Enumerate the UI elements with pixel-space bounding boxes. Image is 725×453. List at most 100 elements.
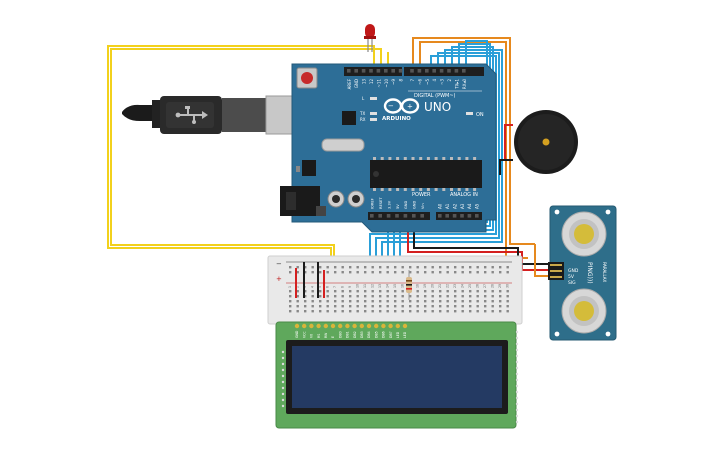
digital-pin-label: ~9: [391, 79, 396, 85]
wire-black-gnd: [413, 212, 548, 265]
svg-text:+: +: [407, 103, 413, 111]
reset-button[interactable]: [296, 67, 318, 89]
digital-pin-label: ~11: [376, 79, 381, 88]
breadboard-column-number: 6: [326, 286, 330, 288]
digital-pin-label: ~5: [425, 79, 430, 85]
breadboard-column-number: 2: [296, 286, 300, 288]
breadboard-column-number: 27: [483, 284, 487, 288]
lcd-header-pins: [294, 323, 408, 329]
breadboard-jumpers: [295, 262, 325, 298]
digital-pin-label: 2: [447, 79, 452, 82]
crystal-oscillator: [321, 138, 365, 152]
wire-orange-sig: [534, 244, 548, 277]
power-pin-label: 5V: [396, 204, 400, 209]
lcd-screen: [292, 346, 502, 408]
lcd-pin-label: DB0: [338, 331, 342, 338]
lcd-pin-label: GND: [295, 330, 299, 338]
breadboard-column-number: 30: [506, 284, 510, 288]
lcd-pin-label: RW: [324, 332, 328, 338]
usb-cable: [122, 95, 297, 135]
uno-brand-label: UNO: [424, 100, 451, 114]
breadboard-column-number: 14: [386, 284, 390, 288]
lcd-pin-label: DB2: [353, 331, 357, 338]
sensor-transducer-top: [561, 211, 607, 257]
breadboard-column-number: 15: [393, 284, 397, 288]
breadboard-column-number: 29: [498, 284, 502, 288]
wire-yellow-2: [110, 48, 382, 298]
led-tx-label: TX: [359, 111, 365, 116]
breadboard-column-number: 25: [468, 284, 472, 288]
lcd-pin-label: DB3: [360, 331, 364, 338]
usb-icon: [175, 106, 208, 124]
breadboard-column-number: 1: [288, 286, 292, 288]
led-l-label: L: [362, 96, 365, 101]
power-pin-label: IOREF: [371, 198, 375, 209]
lcd-pin-label: LED: [403, 331, 407, 338]
lcd-pin-label: E: [331, 336, 335, 338]
svg-text:−: −: [388, 102, 394, 110]
breadboard-column-number: 28: [491, 284, 495, 288]
digital-pin-label: ~6: [417, 79, 422, 85]
lcd-pin-label: DB4: [367, 331, 371, 338]
breadboard-column-number: 26: [476, 284, 480, 288]
sensor-model-label: PING))): [586, 262, 593, 284]
voltage-regulator: [302, 160, 316, 176]
sensor-pin-gnd: GND: [568, 268, 579, 274]
wire-blue-3: [381, 49, 503, 298]
lcd-pin-label: DB1: [346, 331, 350, 338]
lcd-pin-label: DB6: [382, 331, 386, 338]
led-rx-label: RX: [360, 117, 366, 122]
digital-pin-label: 7: [410, 79, 415, 82]
resistor: [406, 270, 412, 300]
on-label: ON: [476, 112, 484, 118]
sensor-brand-label: PARALLAX: [602, 262, 607, 283]
breadboard-column-number: 21: [438, 284, 442, 288]
breadboard-column-number: 20: [431, 284, 435, 288]
digital-pin-label: 12: [369, 79, 374, 85]
digital-pin-label: GND: [354, 79, 359, 88]
breadboard-column-number: 4: [311, 286, 315, 288]
analog-pin-label: A1: [445, 203, 450, 209]
lcd-pin-label: VCC: [302, 331, 306, 338]
power-header-label: POWER: [412, 192, 431, 198]
led-tx-indicator: [370, 112, 377, 115]
breadboard-holes: [289, 266, 509, 313]
power-pin-label: Vin: [421, 203, 425, 209]
analog-pin-label: A5: [475, 203, 480, 209]
red-led: [364, 24, 376, 52]
breadboard-column-number: 8: [341, 286, 345, 288]
digital-pin-label: TX▸1: [454, 79, 459, 90]
analog-pin-label: A4: [467, 203, 472, 209]
digital-pin-label: 8: [399, 79, 404, 82]
led-on-indicator: [466, 112, 473, 115]
digital-pin-label: RX◂0: [462, 79, 467, 90]
breadboard-column-number: 7: [333, 286, 337, 288]
wire-orange-1: [412, 37, 535, 245]
lcd-pin-label: RS: [317, 334, 321, 338]
power-pin-label: RESET: [379, 197, 383, 209]
power-pin-label: GND: [404, 201, 408, 209]
digital-pin-label: ~10: [384, 79, 389, 88]
wire-buzzer-black: [499, 159, 513, 175]
breadboard-column-number: 9: [348, 286, 352, 288]
power-pin-label: GND: [413, 201, 417, 209]
digital-pin-label: 13: [362, 79, 367, 85]
arduino-infinity-logo: [383, 98, 420, 114]
analog-header-label: ANALOG IN: [450, 192, 478, 198]
analog-pin-label: A3: [460, 203, 465, 209]
wire-red-5v: [407, 212, 548, 271]
digital-pin-label: 4: [432, 79, 437, 82]
arduino-logo-text: ARDUINO: [382, 116, 411, 122]
breadboard-column-number: 19: [423, 284, 427, 288]
rail-minus-label: −: [276, 260, 282, 268]
lcd-pin-label: LED: [396, 331, 400, 338]
breadboard-column-number: 5: [318, 286, 322, 288]
breadboard-column-number: 16: [401, 284, 405, 288]
